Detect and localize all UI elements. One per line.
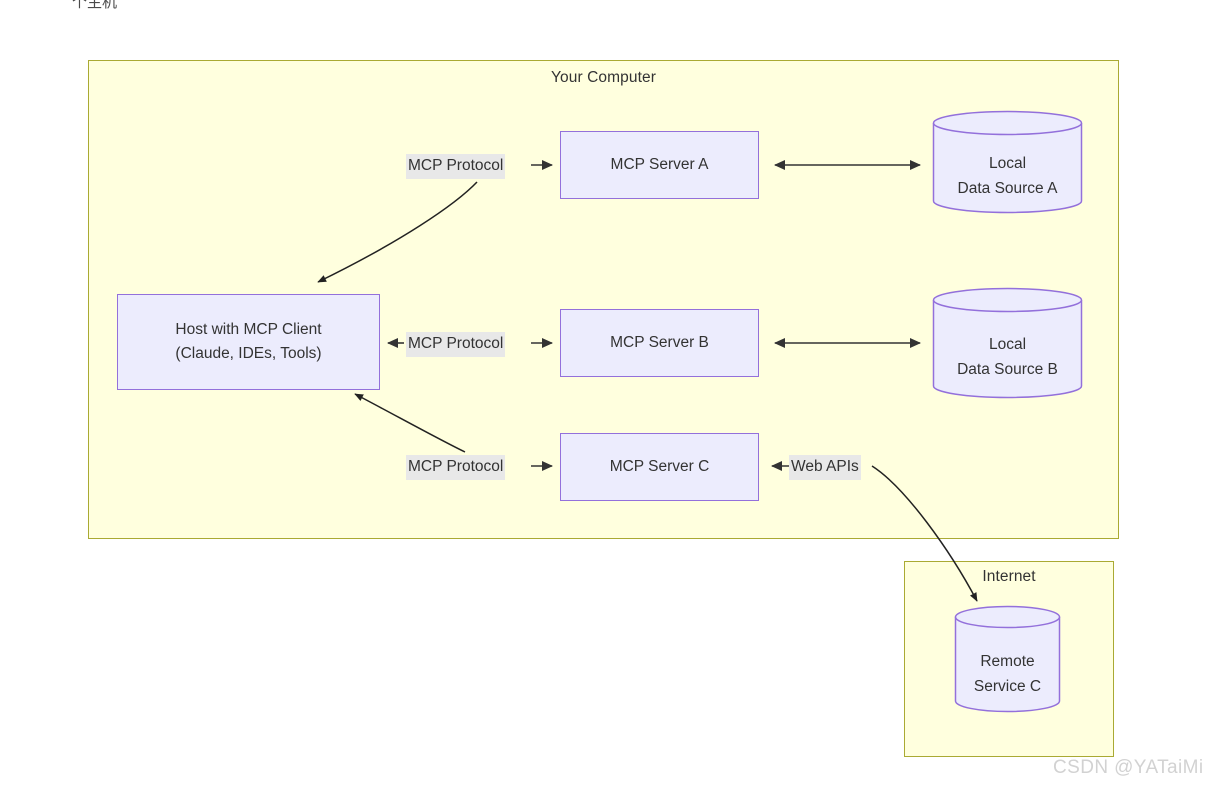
watermark: CSDN @YATaiMi [1053, 757, 1204, 778]
database-cylinder-icon [932, 287, 1083, 399]
edge-label-mcp-protocol-c: MCP Protocol [406, 455, 506, 480]
database-cylinder-icon [932, 110, 1083, 214]
node-local-data-source-b[interactable]: Local Data Source B [932, 287, 1083, 399]
node-host-with-mcp-client[interactable]: Host with MCP Client (Claude, IDEs, Tool… [117, 294, 380, 390]
database-cylinder-icon [954, 605, 1061, 713]
group-internet-title: Internet [982, 568, 1036, 585]
node-host-line1: Host with MCP Client [175, 320, 322, 338]
edge-label-web-apis: Web APIs [789, 455, 861, 480]
edge-label-mcp-protocol-a: MCP Protocol [406, 154, 506, 179]
node-mcp-server-c-label: MCP Server C [609, 457, 710, 475]
node-local-data-source-a[interactable]: Local Data Source A [932, 110, 1083, 214]
node-host-line2: (Claude, IDEs, Tools) [175, 345, 322, 362]
node-mcp-server-a[interactable]: MCP Server A [560, 131, 759, 199]
clipped-heading-text: 个主机 [72, 0, 118, 11]
group-your-computer-title: Your Computer [551, 69, 656, 86]
edge-label-mcp-protocol-b: MCP Protocol [406, 332, 506, 357]
node-mcp-server-c[interactable]: MCP Server C [560, 433, 759, 501]
node-mcp-server-b-label: MCP Server B [610, 333, 709, 351]
node-mcp-server-b[interactable]: MCP Server B [560, 309, 759, 377]
node-mcp-server-a-label: MCP Server A [610, 155, 709, 173]
node-remote-service-c[interactable]: Remote Service C [954, 605, 1061, 713]
